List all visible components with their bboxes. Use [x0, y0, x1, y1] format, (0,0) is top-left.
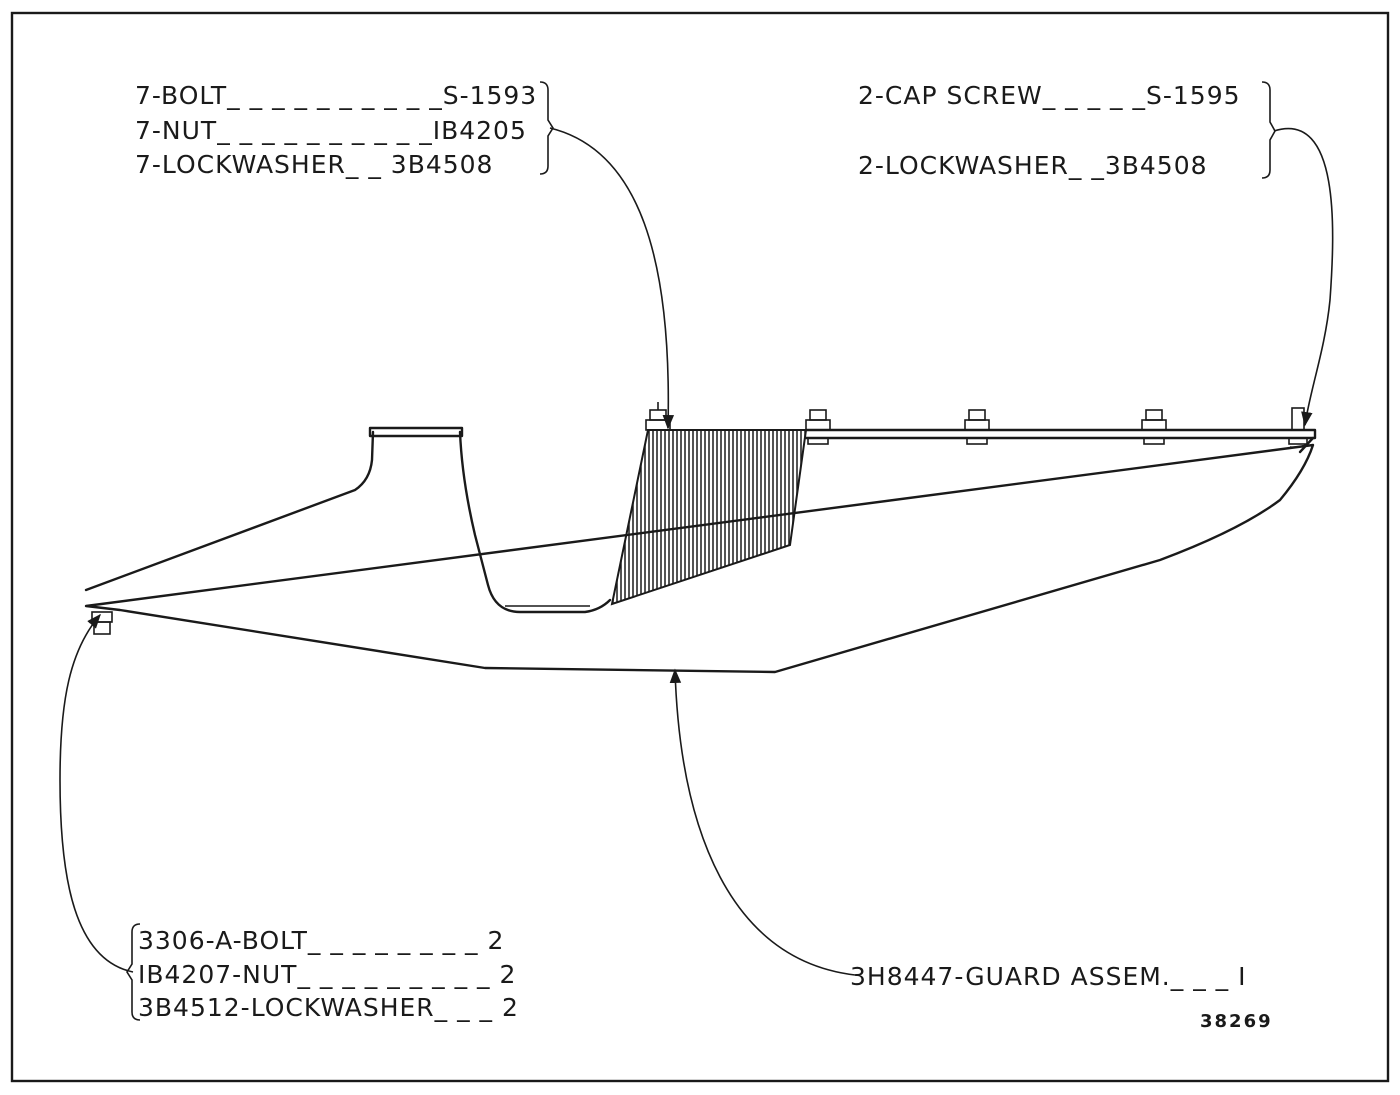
leader-top-right — [1273, 127, 1334, 427]
callout-bottom-left-line-1: 3306-A-BOLT_ _ _ _ _ _ _ _ 2 — [138, 926, 504, 955]
bolt-rail-2 — [964, 409, 990, 445]
bolt-rail-1 — [805, 409, 831, 445]
bracket-bottom-left — [126, 923, 141, 1021]
callout-guard-assembly: 3H8447-GUARD ASSEM._ _ _ I — [850, 962, 1246, 991]
callout-bottom-left-line-2: IB4207-NUT_ _ _ _ _ _ _ _ _ 2 — [138, 960, 516, 989]
left-mounting-plate — [368, 426, 464, 438]
guard-assembly — [84, 426, 1317, 674]
leader-bottom-left — [59, 613, 134, 973]
bolt-bottom-left — [91, 611, 113, 635]
leader-bottom-right — [669, 668, 856, 976]
callout-bottom-left: 3306-A-BOLT_ _ _ _ _ _ _ _ 2 IB4207-NUT_… — [138, 926, 519, 1022]
callout-top-right-line-1: 2-CAP SCREW_ _ _ _ _S-1595 — [858, 81, 1241, 110]
cap-screw-rail-end — [1288, 407, 1308, 445]
bolt-top-screen — [645, 402, 671, 431]
hatched-screen — [610, 429, 808, 606]
callout-bottom-left-line-3: 3B4512-LOCKWASHER_ _ _ 2 — [138, 993, 519, 1022]
callout-top-left-line-2: 7-NUT_ _ _ _ _ _ _ _ _ _IB4205 — [135, 116, 527, 145]
callout-top-left: 7-BOLT_ _ _ _ _ _ _ _ _ _S-1593 7-NUT_ _… — [135, 81, 537, 179]
leader-top-left — [549, 127, 675, 430]
callout-top-right: 2-CAP SCREW_ _ _ _ _S-1595 2-LOCKWASHER_… — [858, 81, 1241, 180]
drawing-frame — [10, 11, 1390, 1083]
bolt-rail-3 — [1141, 409, 1167, 445]
bracket-top-left — [539, 81, 554, 175]
bracket-top-right — [1261, 81, 1276, 179]
guard-outline — [84, 430, 1315, 674]
figure-number: 38269 — [1200, 1011, 1273, 1032]
callout-top-left-line-3: 7-LOCKWASHER_ _ 3B4508 — [135, 150, 493, 179]
callout-top-left-line-1: 7-BOLT_ _ _ _ _ _ _ _ _ _S-1593 — [135, 81, 537, 110]
top-rail — [804, 428, 1317, 440]
callout-top-right-line-2: 2-LOCKWASHER_ _3B4508 — [858, 151, 1208, 180]
